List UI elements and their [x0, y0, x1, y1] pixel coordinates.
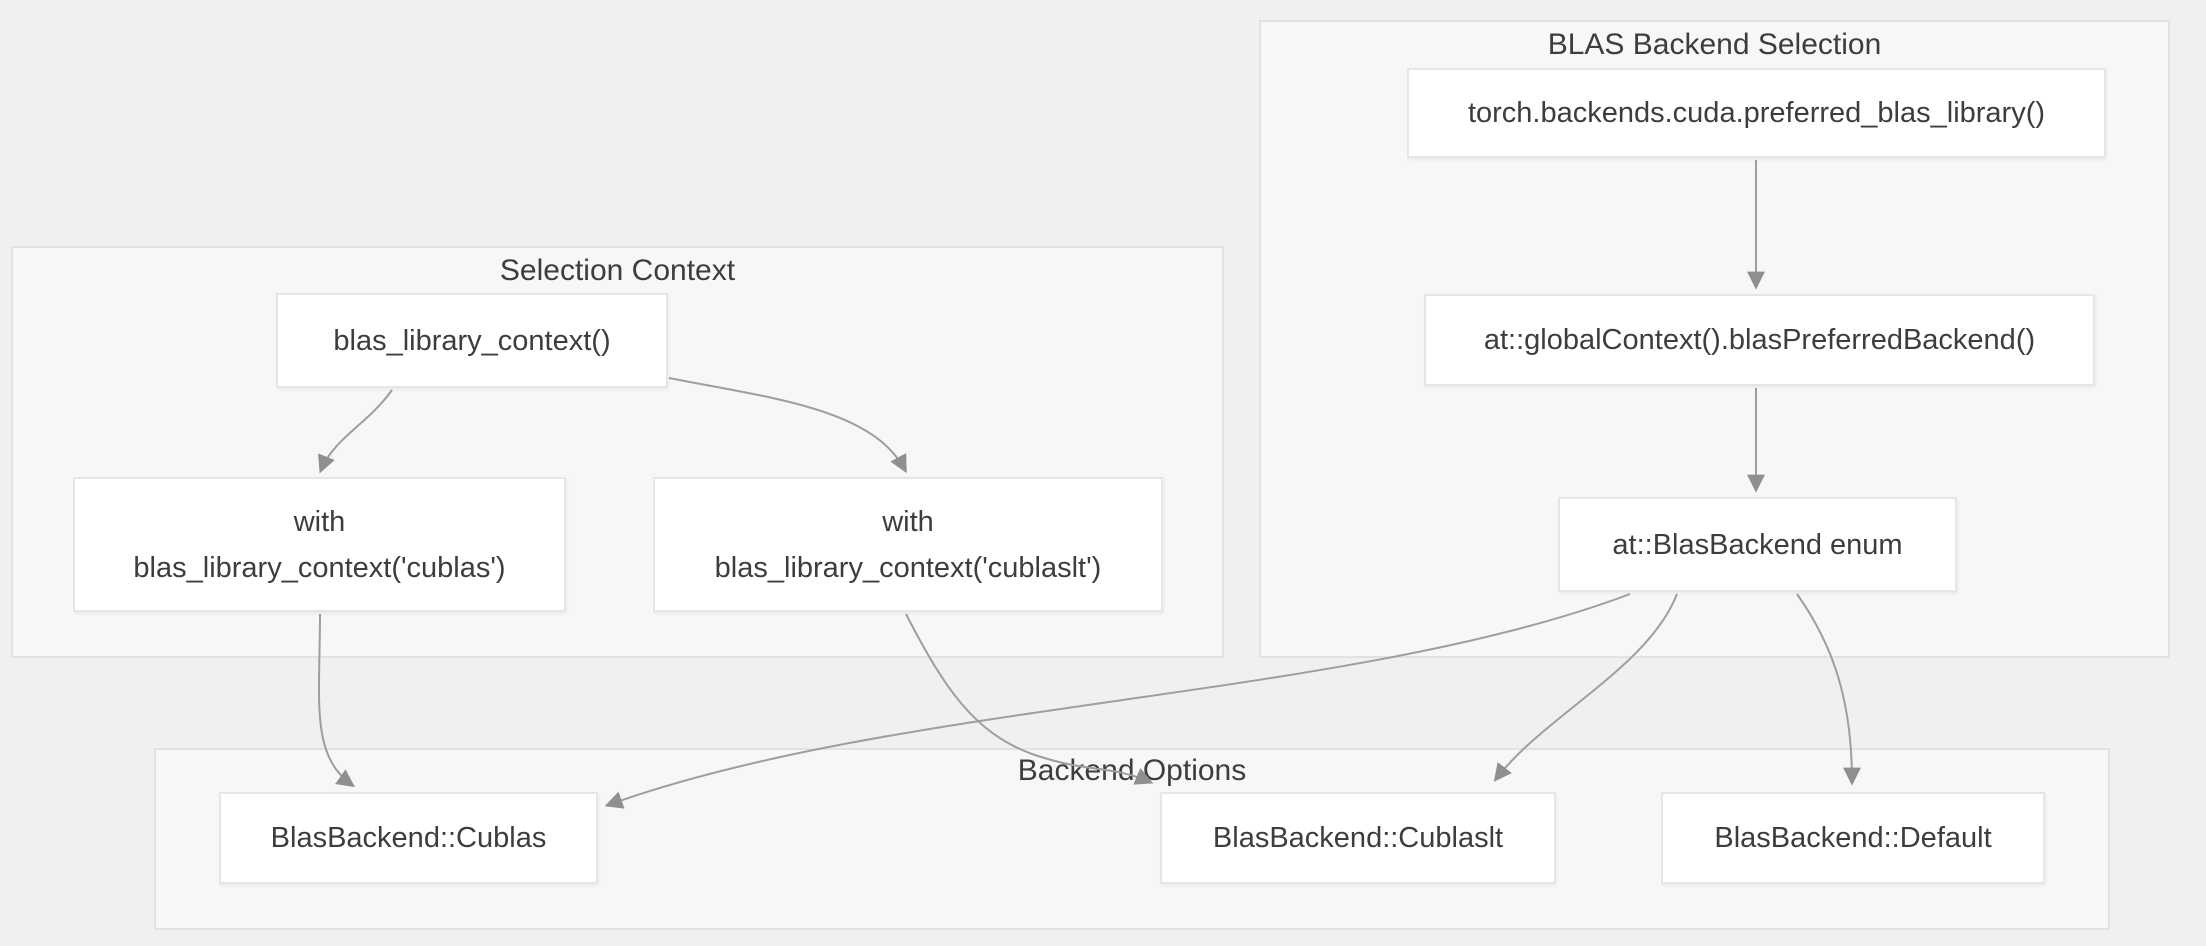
group-title-selection-context: Selection Context — [499, 254, 736, 287]
node-blas-backend-default: BlasBackend::Default — [1661, 792, 2045, 884]
node-blas-backend-cublaslt: BlasBackend::Cublaslt — [1160, 792, 1556, 884]
node-global-context-blas-preferred-backend: at::globalContext().blasPreferredBackend… — [1424, 294, 2095, 386]
group-title-blas-backend-selection: BLAS Backend Selection — [1547, 28, 1882, 61]
node-with-blas-library-context-cublaslt: with blas_library_context('cublaslt') — [653, 477, 1163, 612]
node-with-blas-library-context-cublas: with blas_library_context('cublas') — [73, 477, 566, 612]
node-blas-backend-enum: at::BlasBackend enum — [1558, 497, 1957, 592]
node-blas-backend-cublas: BlasBackend::Cublas — [219, 792, 598, 884]
group-title-backend-options: Backend Options — [1017, 754, 1247, 787]
node-torch-preferred-blas-library: torch.backends.cuda.preferred_blas_libra… — [1407, 68, 2106, 158]
node-blas-library-context: blas_library_context() — [276, 293, 668, 388]
